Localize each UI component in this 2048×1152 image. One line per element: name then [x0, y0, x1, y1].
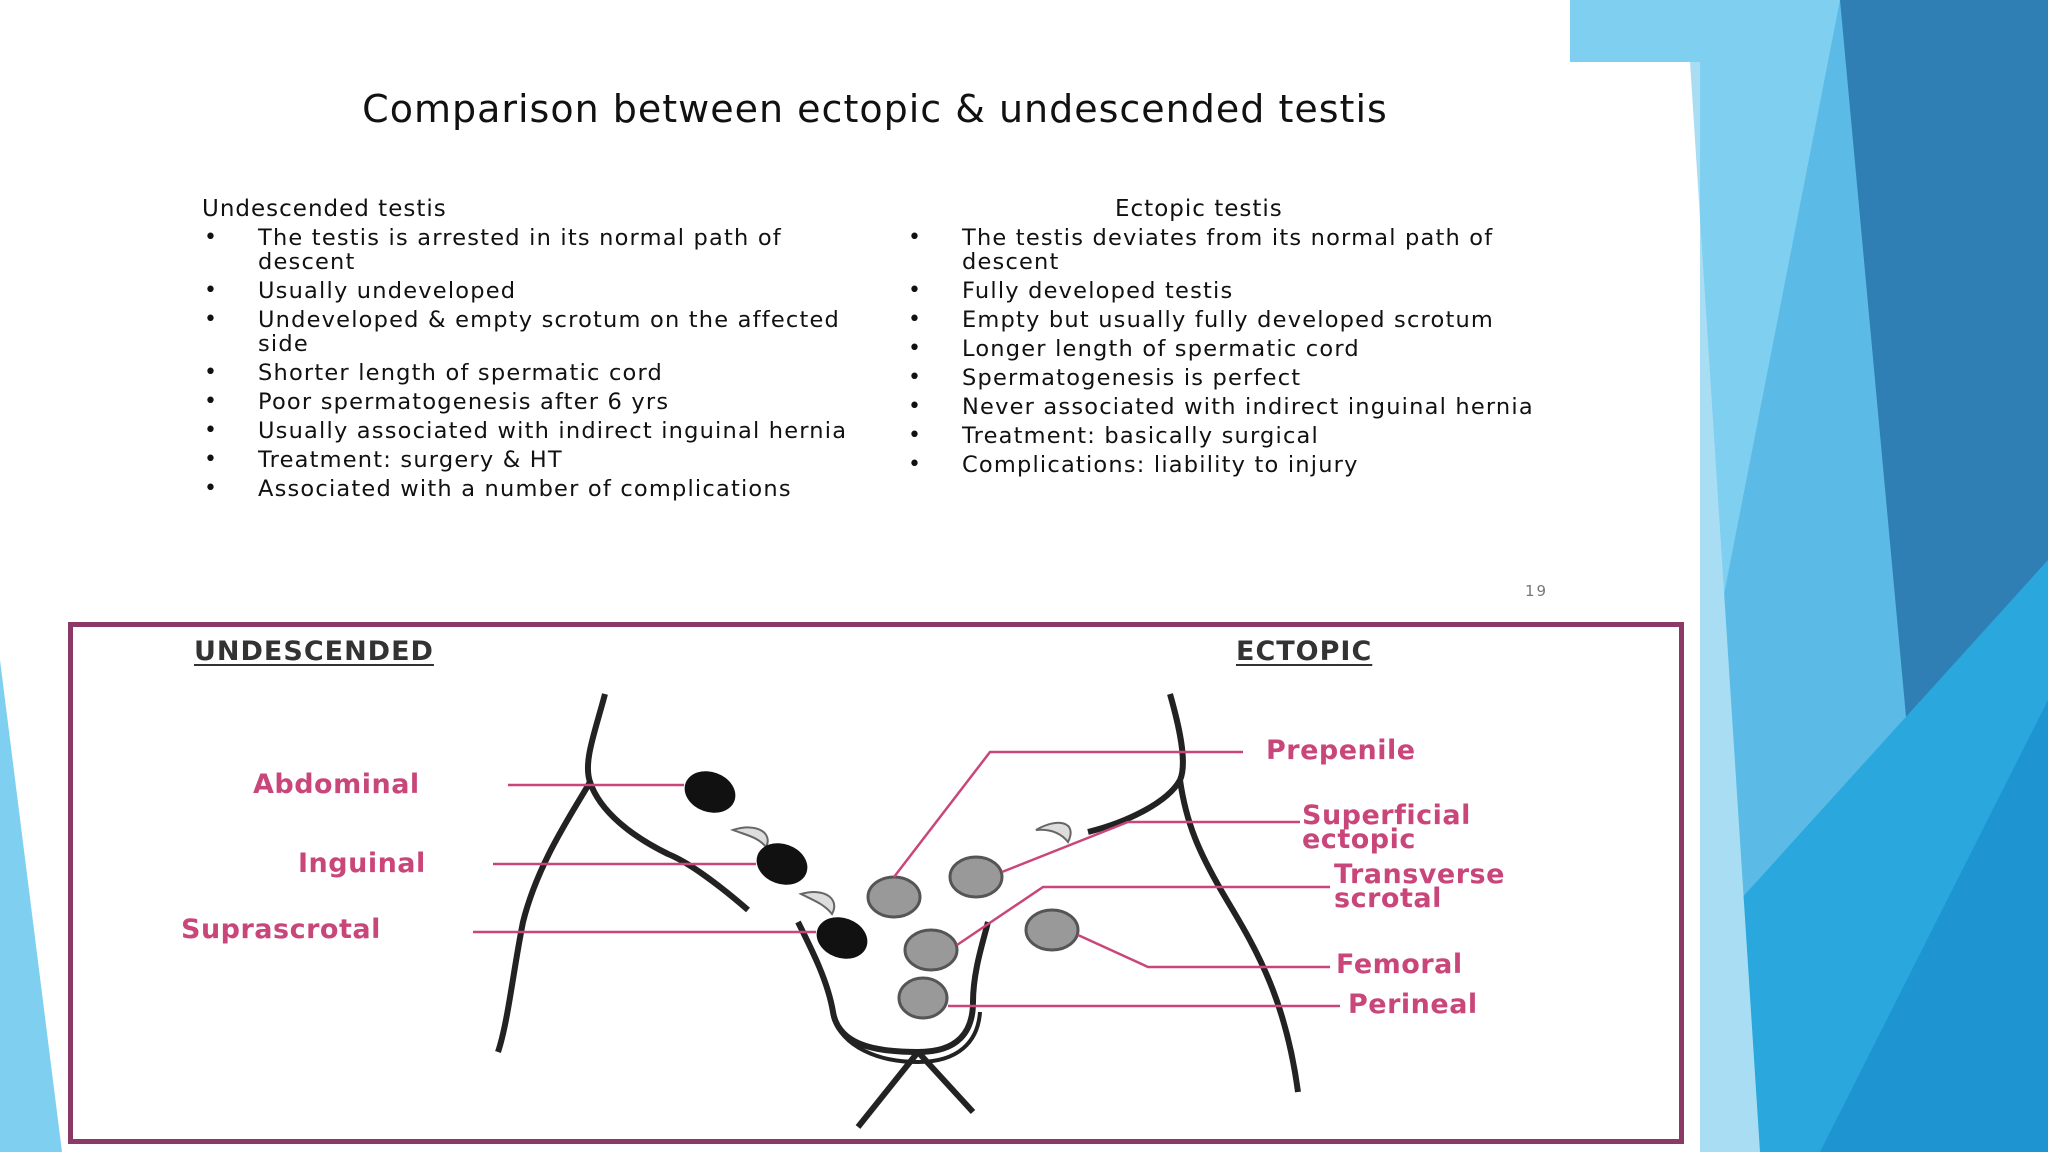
list-item: •Undeveloped & empty scrotum on the affe… [204, 307, 841, 357]
ectopic-heading: Ectopic testis [1115, 196, 1283, 222]
slide-title: Comparison between ectopic & undescended… [362, 87, 1388, 131]
list-item: •Never associated with indirect inguinal… [908, 394, 1534, 420]
list-item: •Treatment: surgery & HT [204, 447, 563, 473]
list-item: •Longer length of spermatic cord [908, 336, 1360, 362]
list-item: •Complications: liability to injury [908, 452, 1359, 478]
ectopic-list: •The testis deviates from its normal pat… [906, 226, 1586, 482]
label-inguinal: Inguinal [298, 848, 426, 879]
list-item: •Spermatogenesis is perfect [908, 365, 1302, 391]
label-suprascrotal: Suprascrotal [181, 914, 381, 945]
testis-position-diagram [473, 693, 1340, 1129]
list-item: •Usually undeveloped [204, 278, 517, 304]
undescended-heading: Undescended testis [202, 196, 447, 222]
diagram-heading-undescended: UNDESCENDED [194, 636, 434, 667]
list-item: •The testis deviates from its normal pat… [908, 225, 1494, 275]
label-perineal: Perineal [1348, 989, 1478, 1020]
list-item: •Usually associated with indirect inguin… [204, 418, 848, 444]
list-item: •Fully developed testis [908, 278, 1234, 304]
list-item: •Shorter length of spermatic cord [204, 360, 664, 386]
label-superficial-ectopic-line1: Superficial [1302, 800, 1471, 831]
list-item: •Treatment: basically surgical [908, 423, 1319, 449]
label-femoral: Femoral [1336, 949, 1463, 980]
list-item: •The testis is arrested in its normal pa… [204, 225, 782, 275]
label-abdominal: Abdominal [253, 769, 420, 800]
list-item: •Poor spermatogenesis after 6 yrs [204, 389, 670, 415]
label-superficial-ectopic-line2: ectopic [1302, 824, 1416, 855]
label-prepenile: Prepenile [1266, 735, 1416, 766]
list-item: •Empty but usually fully developed scrot… [908, 307, 1495, 333]
label-transverse-scrotal-line2: scrotal [1334, 883, 1442, 914]
diagram-heading-ectopic: ECTOPIC [1236, 636, 1373, 667]
list-item: •Associated with a number of complicatio… [204, 476, 792, 502]
undescended-list: •The testis is arrested in its normal pa… [202, 226, 862, 506]
page-number: 19 [1525, 582, 1549, 600]
label-transverse-scrotal-line1: Transverse [1334, 859, 1505, 890]
